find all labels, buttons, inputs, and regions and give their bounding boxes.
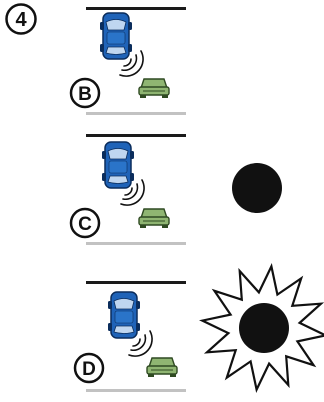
base-line bbox=[86, 389, 186, 392]
blue-car-icon bbox=[107, 291, 141, 339]
panel-letter: B bbox=[78, 84, 92, 105]
base-line bbox=[86, 112, 186, 115]
panel-d: D bbox=[73, 263, 324, 393]
panel-b: B bbox=[69, 7, 186, 115]
road-top-bar bbox=[86, 7, 186, 10]
base-line bbox=[86, 242, 186, 245]
panel-c-label: C bbox=[69, 207, 101, 239]
step-number: 4 bbox=[15, 9, 27, 31]
panel-b-label: B bbox=[69, 77, 101, 109]
panel-letter: C bbox=[78, 214, 92, 235]
panel-d-label: D bbox=[73, 352, 105, 384]
starburst-dot-icon bbox=[199, 263, 324, 393]
step-number-badge: 4 bbox=[5, 3, 37, 35]
green-car-icon bbox=[138, 208, 170, 229]
road-top-bar bbox=[86, 134, 186, 137]
blue-car-icon bbox=[99, 12, 133, 60]
solid-dot-icon bbox=[232, 163, 282, 213]
blue-car-icon bbox=[101, 141, 135, 189]
green-car-icon bbox=[146, 357, 178, 378]
panel-c: C bbox=[69, 134, 282, 245]
panel-letter: D bbox=[82, 359, 96, 380]
green-car-icon bbox=[138, 78, 170, 99]
road-top-bar bbox=[86, 281, 186, 284]
